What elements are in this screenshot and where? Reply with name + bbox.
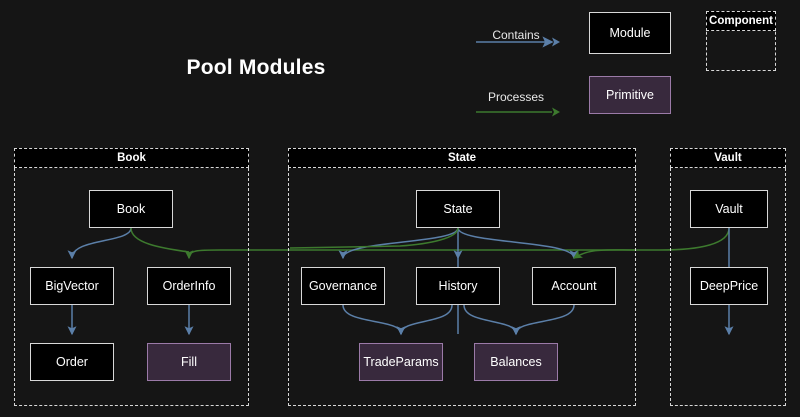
group-vault-label: Vault — [670, 148, 786, 168]
group-book-label: Book — [14, 148, 249, 168]
node-order[interactable]: Order — [30, 343, 114, 381]
legend-module-box: Module — [589, 12, 671, 54]
node-bigvector[interactable]: BigVector — [30, 267, 114, 305]
legend-contains-label: Contains — [492, 28, 540, 42]
legend-component-label: Component — [706, 11, 776, 31]
legend-processes-label: Processes — [487, 90, 545, 104]
node-state[interactable]: State — [416, 190, 500, 228]
legend-contains-arrow-icon — [476, 36, 560, 48]
node-fill[interactable]: Fill — [147, 343, 231, 381]
legend-primitive-box: Primitive — [589, 76, 671, 114]
node-governance[interactable]: Governance — [301, 267, 385, 305]
node-balances[interactable]: Balances — [474, 343, 558, 381]
node-deepprice[interactable]: DeepPrice — [690, 267, 768, 305]
node-vault[interactable]: Vault — [690, 190, 768, 228]
group-state-label: State — [288, 148, 636, 168]
legend-processes-arrow-icon — [476, 107, 560, 117]
node-history[interactable]: History — [416, 267, 500, 305]
node-tradeparams[interactable]: TradeParams — [359, 343, 443, 381]
node-account[interactable]: Account — [532, 267, 616, 305]
page-title: Pool Modules — [186, 56, 326, 79]
node-orderinfo[interactable]: OrderInfo — [147, 267, 231, 305]
node-book[interactable]: Book — [89, 190, 173, 228]
